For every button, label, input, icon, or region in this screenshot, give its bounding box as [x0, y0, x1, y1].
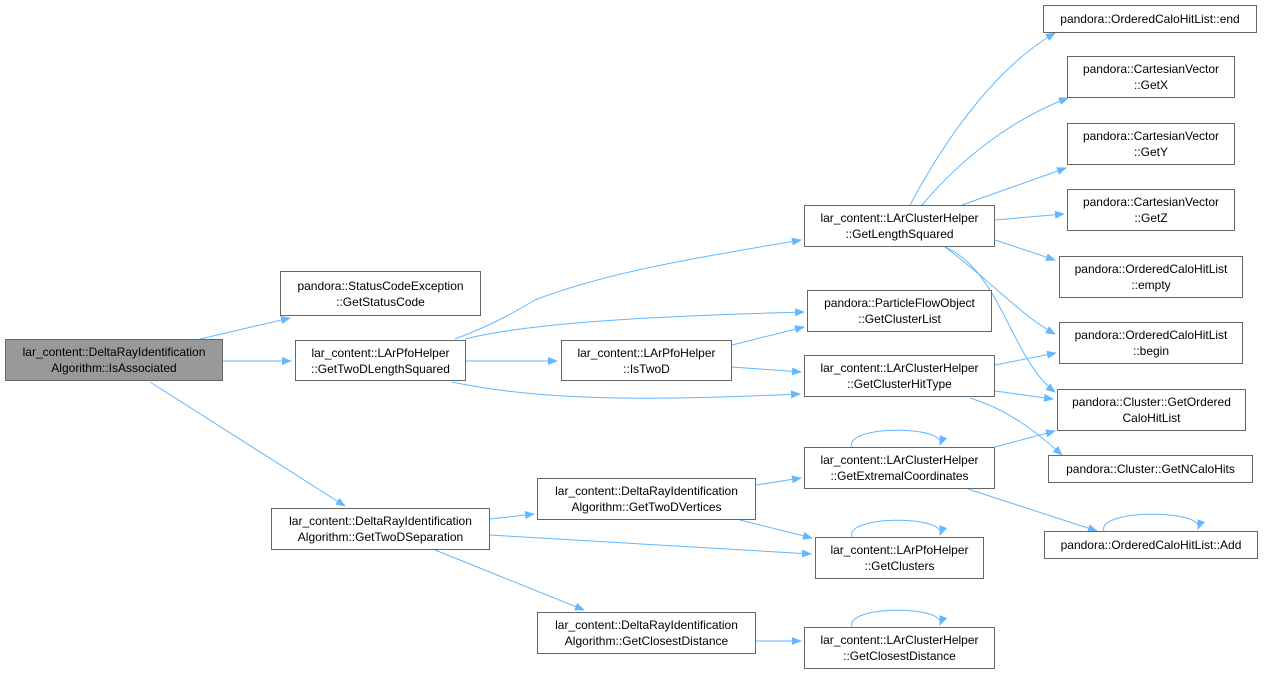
node-label-line: ::GetX [1133, 78, 1168, 92]
node-label-line: ::empty [1131, 278, 1171, 292]
node-label-line: pandora::CartesianVector [1082, 62, 1220, 76]
edge-twodlen-to-hittype [451, 381, 801, 399]
node-lensq[interactable]: lar_content::LArClusterHelper::GetLength… [804, 205, 995, 247]
node-hittype[interactable]: lar_content::LArClusterHelper::GetCluste… [804, 355, 995, 397]
node-label-line: Algorithm::IsAssociated [51, 361, 177, 375]
node-label-line: lar_content::LArPfoHelper [830, 543, 969, 557]
edge-istwod-to-pfoclist [731, 325, 805, 346]
node-label-line: pandora::ParticleFlowObject [824, 296, 975, 310]
edge-istwod-to-hittype [731, 366, 802, 376]
edge-twodsep-to-getclusters [489, 534, 812, 558]
node-label-line: ::GetZ [1134, 211, 1168, 225]
node-getclusters[interactable]: lar_content::LArPfoHelper::GetClusters [815, 537, 984, 579]
node-label-line: ::GetClusterList [858, 312, 941, 326]
node-label-line: Algorithm::GetTwoDSeparation [297, 530, 464, 544]
edge-lensq-to-getx [921, 97, 1069, 206]
edge-extremal-to-ordered [994, 429, 1056, 448]
node-gety[interactable]: pandora::CartesianVector::GetY [1067, 123, 1235, 165]
edge-hittype-to-begin [994, 350, 1057, 366]
node-label-line: pandora::OrderedCaloHitList [1074, 328, 1228, 342]
node-label-line: lar_content::LArClusterHelper [820, 361, 979, 375]
edge-hittype-to-ordered [994, 390, 1054, 402]
node-label-line: pandora::CartesianVector [1082, 129, 1220, 143]
node-label-line: pandora::OrderedCaloHitList::Add [1060, 538, 1242, 552]
node-label-line: ::GetExtremalCoordinates [830, 469, 969, 483]
node-label-line: lar_content::DeltaRayIdentification [555, 484, 738, 498]
node-label-line: Algorithm::GetClosestDistance [564, 634, 729, 648]
node-label-line: pandora::OrderedCaloHitList::end [1060, 12, 1240, 26]
edge-root-to-status [199, 316, 291, 340]
node-label-line: ::GetClusterHitType [847, 377, 952, 391]
node-label-line: Algorithm::GetTwoDVertices [571, 500, 722, 514]
node-label-line: pandora::StatusCodeException [297, 278, 464, 293]
node-ncalo[interactable]: pandora::Cluster::GetNCaloHits [1048, 455, 1253, 483]
node-label-line: ::GetClosestDistance [843, 649, 956, 663]
node-twodlen[interactable]: lar_content::LArPfoHelper::GetTwoDLength… [295, 340, 466, 381]
node-begin[interactable]: pandora::OrderedCaloHitList::begin [1059, 322, 1243, 364]
edge-extremal-to-extremal [851, 429, 948, 448]
node-extremal[interactable]: lar_content::LArClusterHelper::GetExtrem… [804, 447, 995, 489]
edge-closestch-to-closestch [851, 609, 948, 628]
edge-add-to-add [1103, 513, 1206, 532]
node-end[interactable]: pandora::OrderedCaloHitList::end [1043, 5, 1257, 33]
node-getx[interactable]: pandora::CartesianVector::GetX [1067, 56, 1235, 98]
node-label-line: ::GetClusters [864, 559, 935, 573]
node-label-line: ::GetTwoDLengthSquared [311, 361, 450, 376]
node-status[interactable]: pandora::StatusCodeException::GetStatusC… [280, 271, 481, 316]
node-label-line: lar_content::LArClusterHelper [820, 211, 979, 225]
edge-lensq-to-ordered [944, 246, 1056, 393]
node-label-line: lar_content::DeltaRayIdentification [22, 345, 206, 359]
node-label-line: lar_content::LArPfoHelper [577, 345, 716, 360]
edge-lensq-to-gety [961, 167, 1067, 206]
node-label-line: lar_content::DeltaRayIdentification [289, 514, 472, 528]
node-getz[interactable]: pandora::CartesianVector::GetZ [1067, 189, 1235, 231]
node-label-line: lar_content::DeltaRayIdentification [555, 618, 738, 632]
node-label-line: ::begin [1132, 344, 1170, 358]
node-empty[interactable]: pandora::OrderedCaloHitList::empty [1059, 256, 1243, 298]
edge-extremal-to-add [967, 488, 1098, 533]
node-closestch[interactable]: lar_content::LArClusterHelper::GetCloses… [804, 627, 995, 669]
edge-lensq-to-end [909, 32, 1056, 206]
node-label-line: ::IsTwoD [623, 361, 670, 376]
node-label-line: lar_content::LArClusterHelper [820, 453, 979, 467]
node-istwod[interactable]: lar_content::LArPfoHelper::IsTwoD [561, 340, 732, 381]
node-pfoclist[interactable]: pandora::ParticleFlowObject::GetClusterL… [807, 290, 992, 332]
edge-twodsep-to-closestalg [434, 549, 585, 611]
edge-twodsep-to-twodvert [489, 511, 535, 520]
node-label-line: lar_content::LArPfoHelper [311, 345, 450, 360]
node-label-line: ::GetLengthSquared [845, 227, 954, 241]
edge-lensq-to-empty [994, 239, 1056, 261]
node-label-line: ::GetStatusCode [336, 294, 425, 309]
node-label-line: pandora::CartesianVector [1082, 195, 1220, 209]
edge-twodlen-to-pfoclist [464, 308, 805, 340]
edge-twodvert-to-getclusters [739, 519, 813, 540]
edge-twodvert-to-extremal [755, 475, 802, 486]
edge-hittype-to-ncalo [969, 397, 1063, 456]
edge-twodlen-to-lensq [454, 237, 802, 340]
node-label-line: pandora::Cluster::GetOrdered [1072, 395, 1231, 409]
node-label-line: lar_content::LArClusterHelper [820, 633, 979, 647]
node-label-line: CaloHitList [1122, 411, 1181, 425]
edge-root-to-twodsep [149, 381, 346, 507]
node-label-line: pandora::OrderedCaloHitList [1074, 262, 1228, 276]
node-label-line: ::GetY [1133, 145, 1168, 159]
node-add[interactable]: pandora::OrderedCaloHitList::Add [1044, 531, 1258, 559]
edge-getclusters-to-getclusters [851, 519, 948, 538]
node-label-line: pandora::Cluster::GetNCaloHits [1066, 462, 1235, 476]
edge-lensq-to-getz [994, 210, 1065, 221]
edge-lensq-to-begin [944, 246, 1056, 335]
